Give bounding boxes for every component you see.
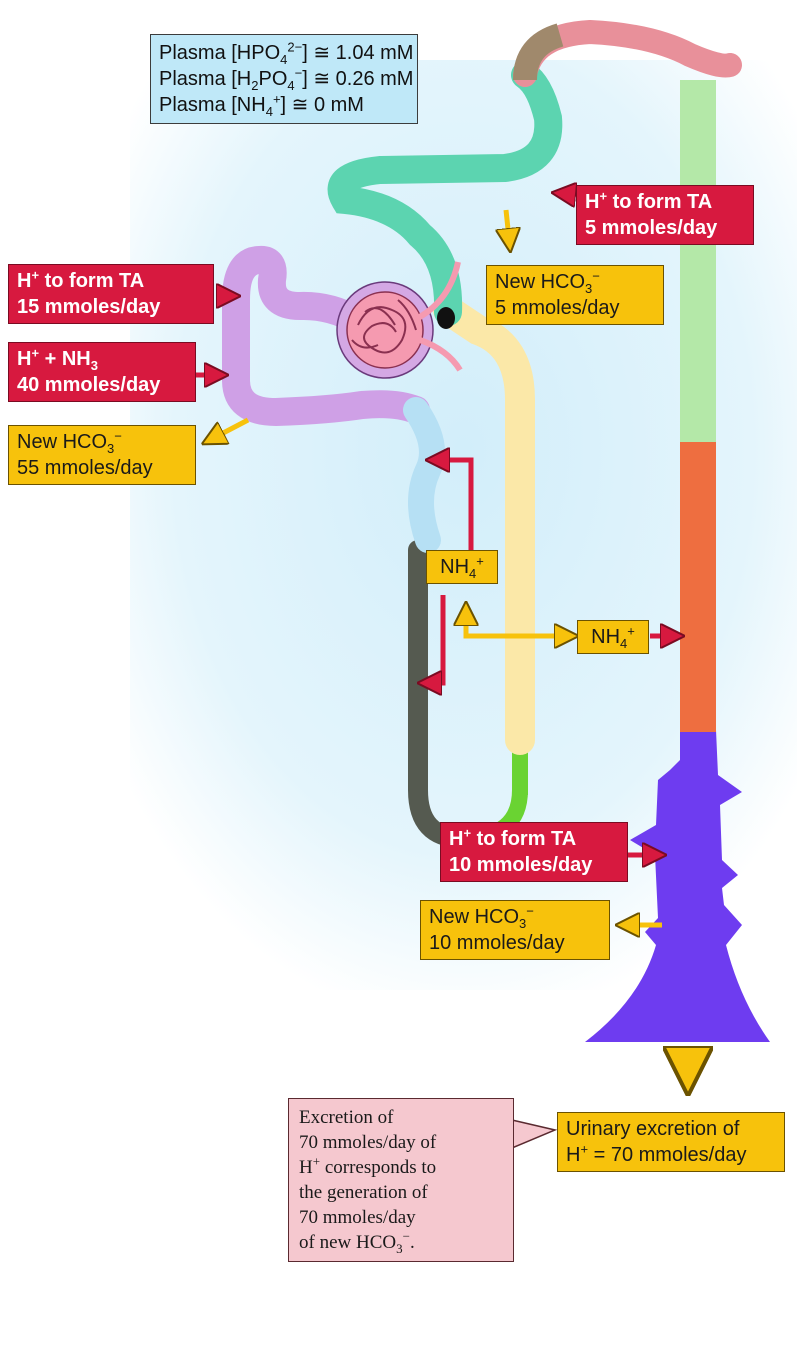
collecting-nh4-box: NH4+ xyxy=(577,620,649,654)
loop-nh4-box: NH4+ xyxy=(426,550,498,584)
proximal-hco3-box: New HCO3− 55 mmoles/day xyxy=(8,425,196,485)
collecting-duct-orange-segment xyxy=(680,440,716,732)
glomerulus xyxy=(347,292,423,368)
plasma-nh4-text: Plasma [NH4+] ≅ 0 mM xyxy=(159,92,409,118)
distal-ta-box: H+ to form TA 5 mmoles/day xyxy=(576,185,754,245)
plasma-h2po4-text: Plasma [H2PO4−] ≅ 0.26 mM xyxy=(159,66,409,92)
proximal-straight-tubule xyxy=(416,410,432,540)
plasma-hpo4-text: Plasma [HPO42−] ≅ 1.04 mM xyxy=(159,40,409,66)
urinary-excretion-box: Urinary excretion of H+ = 70 mmoles/day xyxy=(557,1112,785,1172)
macula-densa xyxy=(437,307,455,329)
collecting-ta-box: H+ to form TA 10 mmoles/day xyxy=(440,822,628,882)
excretion-note-box: Excretion of 70 mmoles/day of H+ corresp… xyxy=(288,1098,514,1262)
proximal-nh3-box: H+ + NH3 40 mmoles/day xyxy=(8,342,196,402)
collecting-hco3-box: New HCO3− 10 mmoles/day xyxy=(420,900,610,960)
note-callout-pointer xyxy=(512,1120,555,1148)
plasma-concentrations-box: Plasma [HPO42−] ≅ 1.04 mM Plasma [H2PO4−… xyxy=(150,34,418,124)
proximal-ta-box: H+ to form TA 15 mmoles/day xyxy=(8,264,214,324)
distal-ta-arrow xyxy=(556,193,576,195)
collecting-duct-cortical-segment xyxy=(680,80,716,442)
distal-hco3-box: New HCO3− 5 mmoles/day xyxy=(486,265,664,325)
